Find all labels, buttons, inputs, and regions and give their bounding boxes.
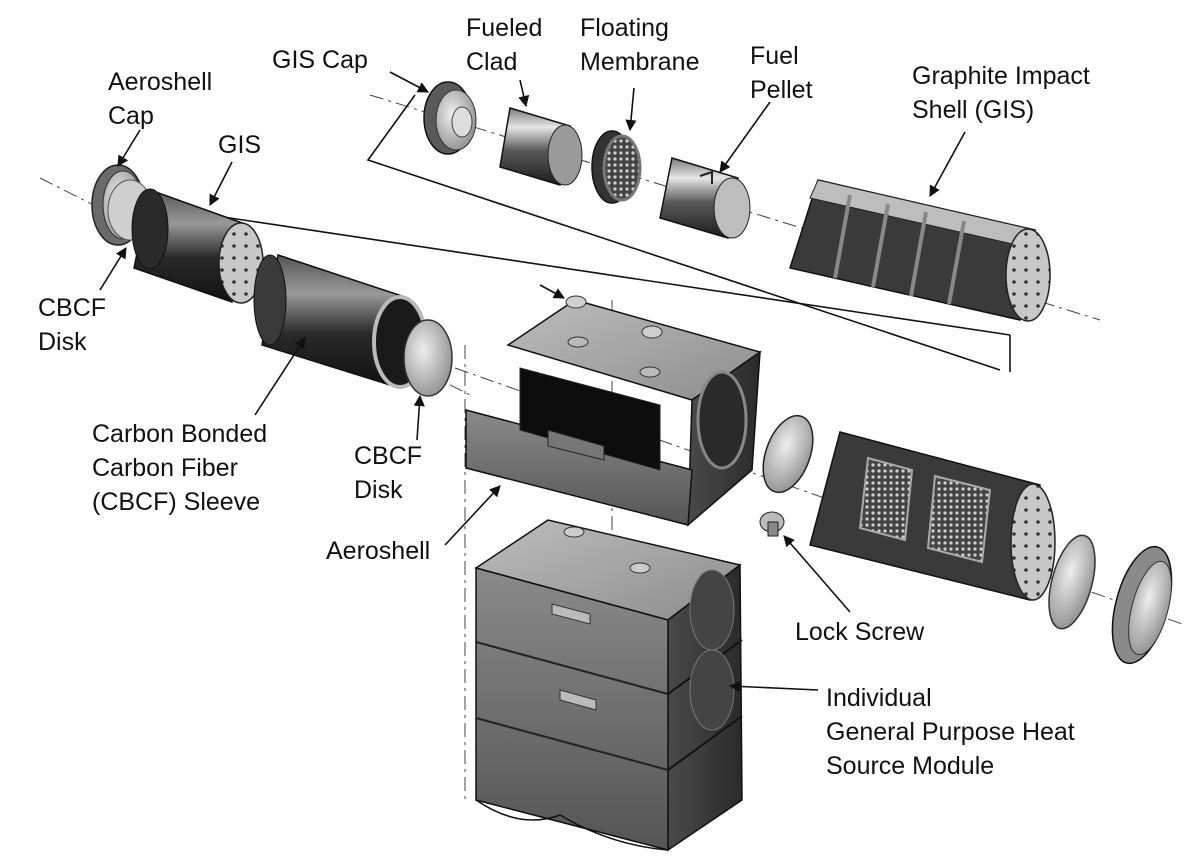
lock-screw-part (759, 511, 785, 537)
bracket-lines (209, 94, 1011, 372)
fuel-pellet-part (659, 157, 751, 239)
floating-membrane-part (591, 130, 642, 204)
lower-gis-cutaway-part (809, 431, 1056, 601)
graphite-impact-shell-part (789, 179, 1051, 322)
label-fueled-clad: Fueled Clad (466, 14, 549, 76)
aeroshell-block-part (465, 295, 762, 527)
cbcf-disk-center-part (403, 319, 453, 397)
gis-cylinder-part (131, 188, 264, 304)
label-lock-screw: Lock Screw (795, 618, 925, 646)
text-labels: Aeroshell Cap GIS Cap Fueled Clad Floati… (38, 14, 1097, 780)
label-cbcf-sleeve: Carbon Bonded Carbon Fiber (CBCF) Sleeve (92, 420, 274, 516)
label-gphs-module: Individual General Purpose Heat Source M… (826, 684, 1082, 780)
label-floating-membrane: Floating Membrane (580, 14, 700, 76)
label-gis: GIS (218, 131, 261, 159)
gis-cap-part (423, 81, 477, 155)
lower-disk-part (762, 414, 814, 494)
fueled-clad-part (499, 107, 583, 186)
cbcf-sleeve-part (253, 254, 428, 389)
label-cbcf-disk-center: CBCF Disk (354, 442, 429, 504)
lower-aeroshell-cap-part (1111, 545, 1173, 665)
lower-cbcf-disk-part (1048, 534, 1096, 630)
label-fuel-pellet: Fuel Pellet (750, 42, 813, 104)
label-gis-cap: GIS Cap (272, 46, 368, 74)
label-aeroshell-cap: Aeroshell Cap (108, 68, 219, 130)
label-cbcf-disk-left: CBCF Disk (38, 294, 113, 356)
gphs-module-stack-part (474, 519, 743, 852)
leader-lines (99, 71, 966, 693)
label-aeroshell: Aeroshell (326, 537, 430, 565)
label-graphite-impact-shell: Graphite Impact Shell (GIS) (912, 62, 1097, 124)
